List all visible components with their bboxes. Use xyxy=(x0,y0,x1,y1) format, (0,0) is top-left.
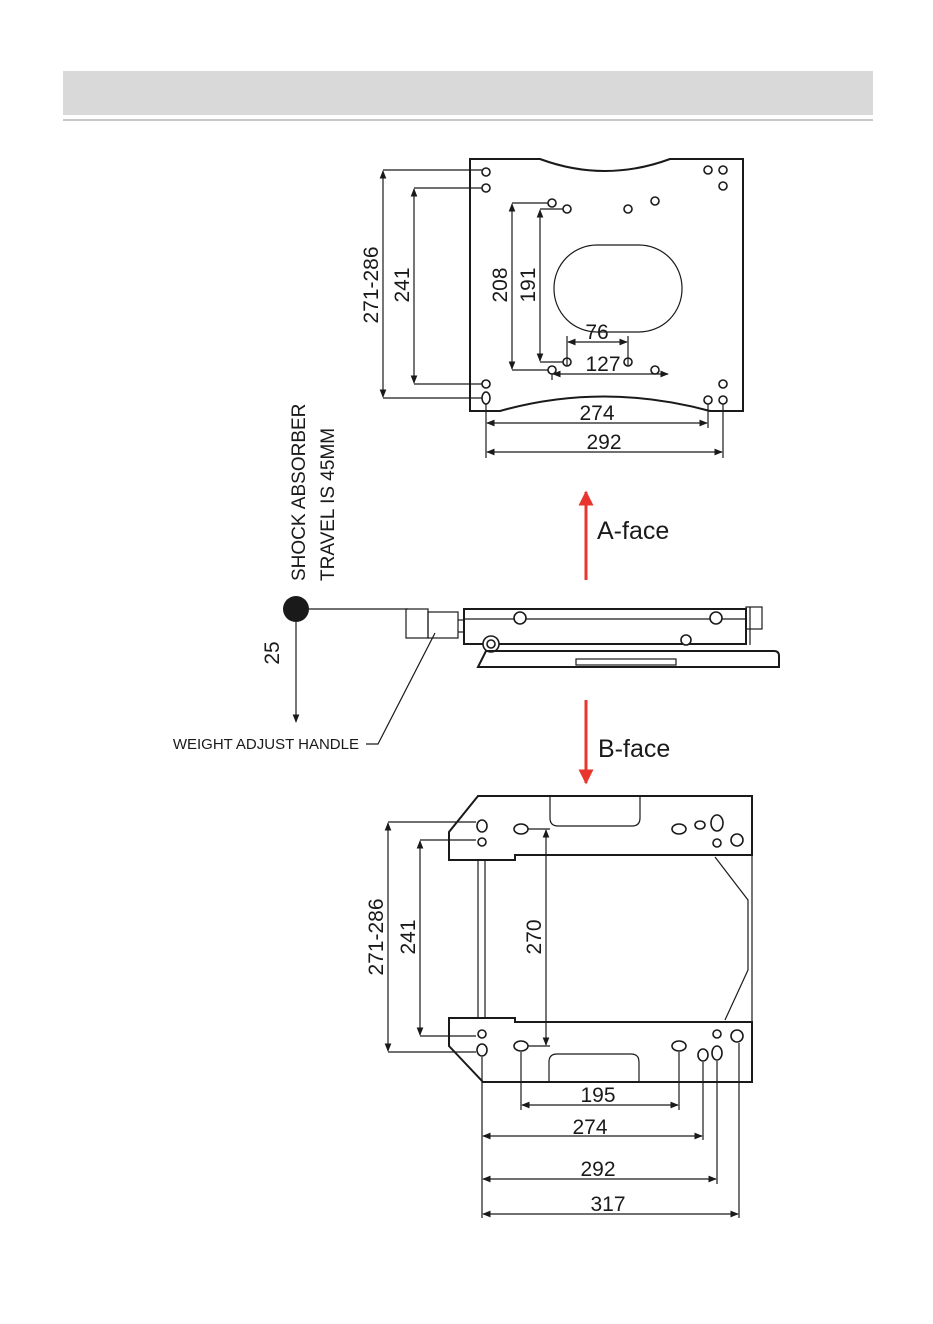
b-dim-292: 292 xyxy=(580,1158,615,1181)
a-dim-76: 76 xyxy=(585,321,608,344)
a-face-center-cutout xyxy=(554,245,682,332)
b-face-label: B-face xyxy=(598,735,670,763)
b-face-top-bracket xyxy=(449,796,752,860)
b-dim-195: 195 xyxy=(580,1084,615,1107)
side-view: SHOCK ABSORBER TRAVEL IS 45MM 25 WEIGHT … xyxy=(173,404,779,753)
shock-note-line1: SHOCK ABSORBER xyxy=(289,404,310,581)
b-dim-270: 270 xyxy=(523,919,546,954)
b-dim-overall-depth: 271-286 xyxy=(365,898,388,975)
a-dim-overall-depth: 271-286 xyxy=(360,246,383,323)
a-dim-191: 191 xyxy=(517,267,540,302)
upper-rail xyxy=(464,609,746,644)
base-slot xyxy=(576,659,676,665)
b-face-holes xyxy=(477,815,743,1061)
b-center-shaft xyxy=(478,860,485,1018)
b-top-notch xyxy=(550,796,640,826)
side-travel: 25 xyxy=(261,641,284,664)
handle-knob-icon xyxy=(283,596,309,622)
handle-housing xyxy=(406,609,428,638)
a-dim-208: 208 xyxy=(489,267,512,302)
weight-adjust-handle-label: WEIGHT ADJUST HANDLE xyxy=(173,736,359,753)
a-dim-127: 127 xyxy=(585,353,620,376)
shock-note-line2: TRAVEL IS 45MM xyxy=(318,428,339,581)
handle-body xyxy=(428,612,458,638)
a-dim-274: 274 xyxy=(579,402,614,425)
a-dim-292: 292 xyxy=(586,431,621,454)
b-face-view: 271-286 241 270 195 274 292 317 xyxy=(365,796,752,1218)
b-dim-317: 317 xyxy=(590,1193,625,1216)
bolt-end xyxy=(746,607,762,629)
a-face-label: A-face xyxy=(597,517,669,545)
b-bottom-notch xyxy=(549,1054,639,1082)
b-dim-hole-depth: 241 xyxy=(397,919,420,954)
b-dim-274: 274 xyxy=(572,1116,607,1139)
a-face-view: 271-286 241 208 191 76 127 274 292 xyxy=(360,159,743,458)
a-dim-hole-depth: 241 xyxy=(391,267,414,302)
